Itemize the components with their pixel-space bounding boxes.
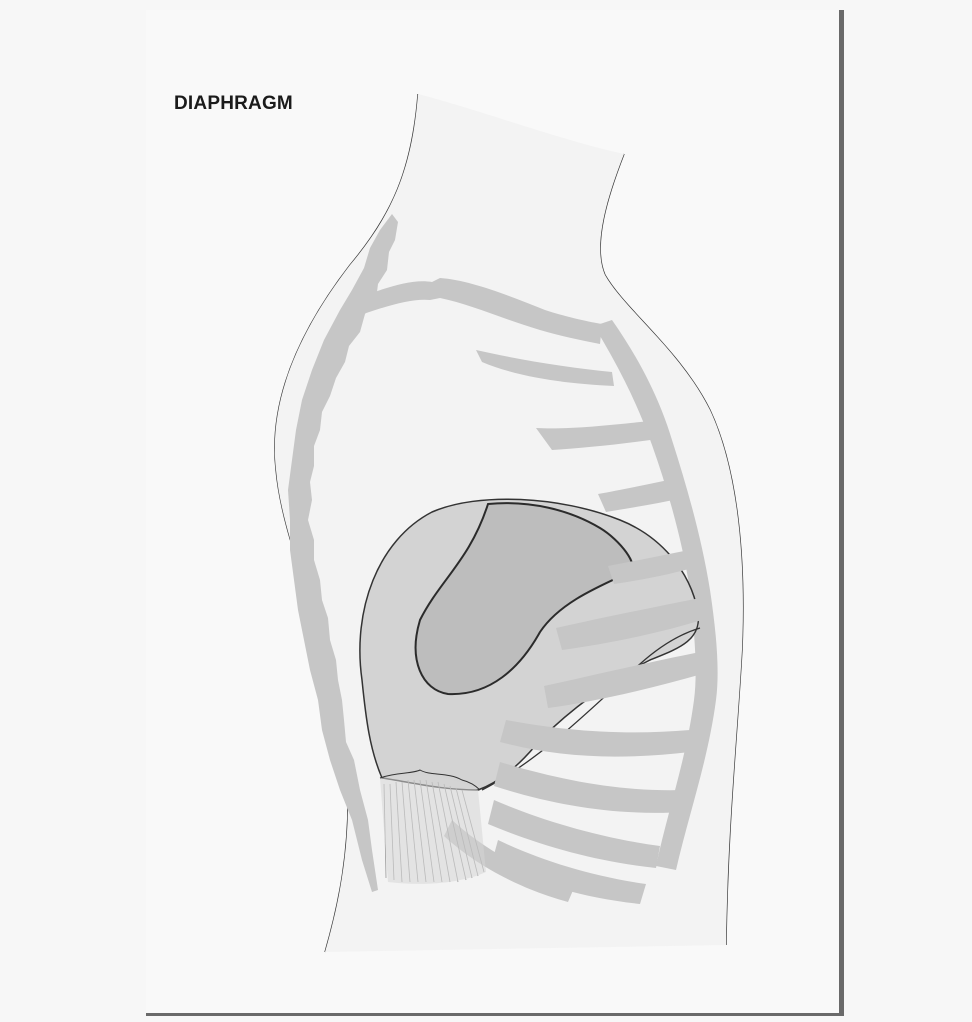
- crus-region: [380, 776, 486, 884]
